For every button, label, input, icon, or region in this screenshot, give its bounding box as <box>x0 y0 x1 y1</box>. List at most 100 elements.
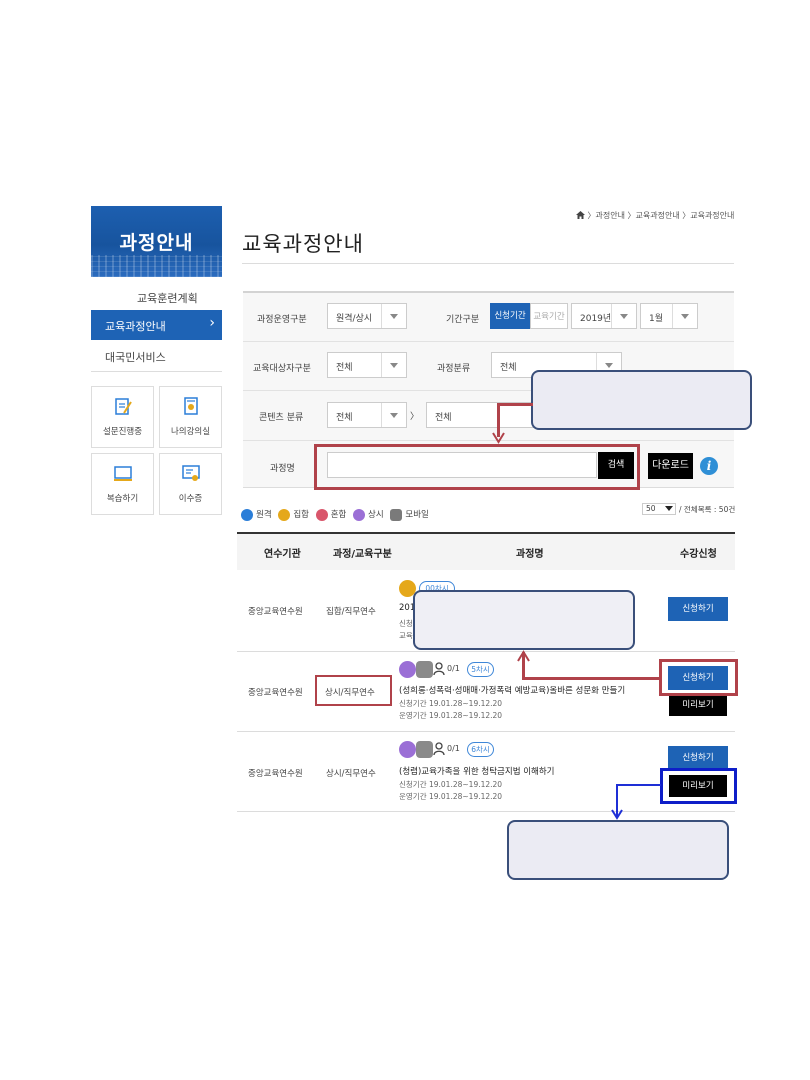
sidebar-banner: 과정안내 <box>91 206 222 277</box>
certificate-icon <box>182 465 200 481</box>
select-value: 2019년 <box>580 314 612 324</box>
download-button[interactable]: 다운로드 <box>648 453 693 479</box>
user-icon <box>433 742 445 756</box>
arrow-line <box>522 652 525 679</box>
course-title[interactable]: (성희롱·성폭력·성매매·가정폭력 예방교육)올바른 성문화 만들기 <box>399 686 626 696</box>
tile-survey[interactable]: 설문진행중 <box>91 386 154 448</box>
preview-button[interactable]: 미리보기 <box>669 694 727 716</box>
form-row-divider <box>243 390 734 391</box>
enrollment-count: 0/1 <box>447 744 460 753</box>
arrow-down-icon <box>492 432 505 444</box>
cell-institution: 중앙교육연수원 <box>248 688 303 698</box>
chevron-down-icon <box>381 353 406 377</box>
sidebar-item-label: 교육훈련계획 <box>137 292 198 305</box>
page-size-select[interactable]: 50 <box>642 503 676 515</box>
tile-my-classroom[interactable]: 나의강의실 <box>159 386 222 448</box>
tile-label: 복습하기 <box>106 494 139 504</box>
sidebar-item-label: 교육과정안내 <box>105 320 166 333</box>
chevron-down-icon <box>611 304 636 328</box>
callout-box-bottom <box>507 820 729 880</box>
target-type-label: 교육대상자구분 <box>253 364 311 374</box>
classroom-icon <box>184 397 198 415</box>
preview-button[interactable]: 미리보기 <box>669 775 727 797</box>
column-header-course: 과정명 <box>516 549 544 560</box>
select-value: 1월 <box>649 314 664 324</box>
course-name-input[interactable] <box>327 452 597 478</box>
hours-badge: 5차시 <box>467 662 494 677</box>
chevron-down-icon <box>672 304 697 328</box>
cell-type: 상시/직무연수 <box>325 688 375 698</box>
breadcrumb-path: 〉과정안내 〉교육과정안내 〉교육과정안내 <box>587 211 735 220</box>
column-header-apply: 수강신청 <box>680 549 717 560</box>
tile-certificate[interactable]: 이수증 <box>159 453 222 515</box>
course-apply-period: 신청 <box>399 619 413 628</box>
page-title: 교육과정안내 <box>242 232 364 256</box>
legend-item-mixed: 혼합 <box>312 508 346 521</box>
select-value: 50 <box>646 504 656 513</box>
course-name-label: 과정명 <box>270 464 295 474</box>
column-header-type: 과정/교육구분 <box>333 549 392 560</box>
apply-button[interactable]: 신청하기 <box>668 666 728 690</box>
form-row-divider <box>243 440 734 441</box>
year-select[interactable]: 2019년 <box>571 303 637 329</box>
banner-title: 과정안내 <box>119 232 194 254</box>
content-category-select[interactable]: 전체 <box>327 402 407 428</box>
cell-institution: 중앙교육연수원 <box>248 607 303 617</box>
apply-button[interactable]: 신청하기 <box>668 746 728 770</box>
cell-institution: 중앙교육연수원 <box>248 769 303 779</box>
select-value: 전체 <box>500 363 517 373</box>
search-button[interactable]: 검색 <box>598 452 634 479</box>
table-header <box>237 532 735 570</box>
highlight-apply-button <box>659 659 738 696</box>
group-icon <box>278 508 291 521</box>
arrow-up-icon <box>517 650 530 662</box>
callout-box-top <box>531 370 752 430</box>
chevron-down-icon <box>596 353 621 377</box>
operation-type-select[interactable]: 원격/상시 <box>327 303 407 329</box>
course-apply-period: 신청기간 19.01.28~19.12.20 <box>399 699 503 708</box>
period-type-label: 기간구분 <box>446 315 480 325</box>
cell-type: 집합/직무연수 <box>326 607 376 617</box>
cell-type: 상시/직무연수 <box>326 769 376 779</box>
home-icon[interactable] <box>576 211 585 219</box>
tile-label: 이수증 <box>178 494 203 504</box>
legend-item-mobile: 모바일 <box>386 508 429 521</box>
month-select[interactable]: 1월 <box>640 303 698 329</box>
review-icon <box>114 466 132 481</box>
select-value: 원격/상시 <box>336 314 373 324</box>
course-title: 201 <box>399 603 416 613</box>
breadcrumb: 〉과정안내 〉교육과정안내 〉교육과정안내 <box>576 210 734 221</box>
sidebar-item-label: 대국민서비스 <box>105 351 166 364</box>
arrow-line <box>522 677 660 680</box>
callout-box-middle <box>413 590 635 650</box>
info-icon[interactable]: i <box>700 457 718 475</box>
course-category-label: 과정분류 <box>437 364 471 374</box>
tab-apply-period[interactable]: 신청기간 <box>490 303 530 329</box>
target-type-select[interactable]: 전체 <box>327 352 407 378</box>
apply-button[interactable]: 신청하기 <box>668 597 728 621</box>
tab-education-period[interactable]: 교육기간 <box>530 303 568 329</box>
separator-chevron: 〉 <box>410 412 420 422</box>
row-divider <box>237 731 735 732</box>
banner-pattern <box>91 255 222 277</box>
course-run-period: 운영기간 19.01.28~19.12.20 <box>399 792 503 801</box>
row-divider <box>237 651 735 652</box>
tile-review[interactable]: 복습하기 <box>91 453 154 515</box>
hours-badge: 6차시 <box>467 742 494 757</box>
course-title[interactable]: (청렴)교육가족을 위한 청탁금지법 이해하기 <box>399 767 555 777</box>
legend-item-remote: 원격 <box>241 508 272 521</box>
arrow-line <box>521 403 533 406</box>
sidebar-item-training-plan[interactable]: 교육훈련계획 <box>91 282 222 312</box>
sidebar-item-course-guide[interactable]: 교육과정안내 › <box>91 310 222 340</box>
operation-type-label: 과정운영구분 <box>257 315 307 325</box>
sidebar-divider <box>91 371 222 372</box>
arrow-line <box>497 403 524 406</box>
column-header-institution: 연수기관 <box>264 549 301 560</box>
enrollment-count: 0/1 <box>447 664 460 673</box>
arrow-line <box>616 784 618 816</box>
select-value: 전체 <box>435 413 452 423</box>
select-value: 전체 <box>336 413 353 423</box>
chevron-down-icon <box>381 403 406 427</box>
sidebar-item-public-service[interactable]: 대국민서비스 <box>91 341 222 371</box>
mixed-icon <box>315 508 328 521</box>
